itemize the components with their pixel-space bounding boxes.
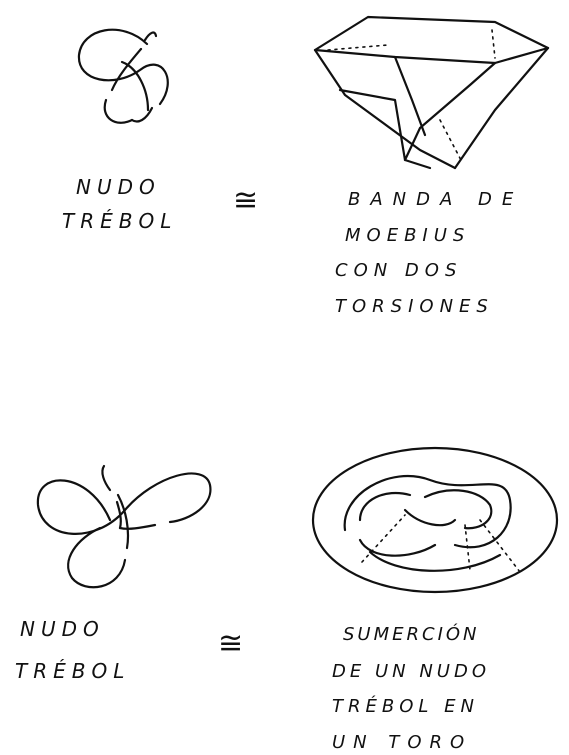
bottom-right-label-line-1: SUMERCIÓN: [343, 623, 480, 645]
bottom-left-label-line-1: NUDO: [20, 617, 105, 641]
bottom-right-label-line-2: DE UN NUDO: [332, 661, 490, 682]
top-right-label-line-2: MOEBIUS: [345, 225, 470, 246]
trefoil-knot-top: [79, 30, 168, 123]
top-congruence-symbol: ≅: [233, 183, 258, 218]
top-right-label-line-4: TORSIONES: [335, 296, 494, 317]
trefoil-on-torus-sketch: [313, 448, 557, 592]
moebius-band-two-twists: [315, 17, 548, 168]
top-left-label-line-1: NUDO: [76, 175, 161, 199]
trefoil-knot-bottom: [38, 466, 211, 587]
top-left-label-line-2: TRÉBOL: [62, 209, 177, 233]
top-right-label-line-1: BANDA DE: [348, 189, 523, 210]
top-right-label-line-3: CON DOS: [335, 260, 462, 281]
bottom-right-label-line-4: UN TORO: [332, 732, 472, 753]
bottom-left-label-line-2: TRÉBOL: [15, 659, 130, 683]
bottom-right-label-line-3: TRÉBOL EN: [332, 695, 479, 717]
bottom-congruence-symbol: ≅: [218, 626, 243, 661]
